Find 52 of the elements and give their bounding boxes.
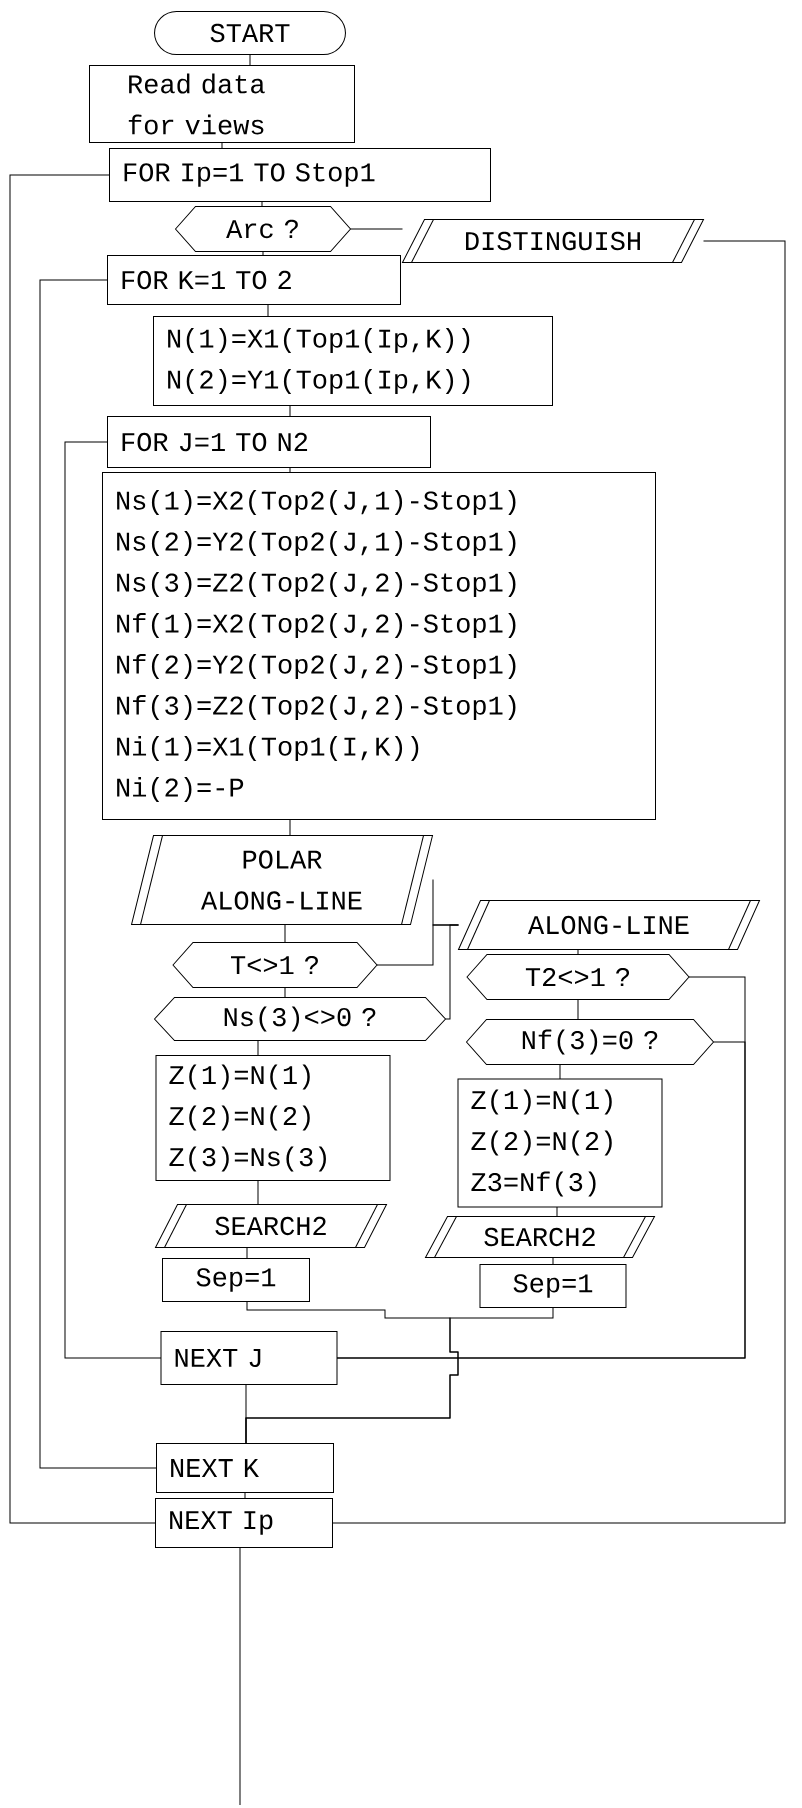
connector-line [249,54,251,66]
connector-line [284,924,286,943]
connector-line [289,467,291,473]
process-box: NEXT J [160,1331,338,1385]
decision-hexagon: Ns(3)<>0 ? [154,997,446,1041]
start-terminal: START [154,11,346,55]
connector-line [577,949,579,955]
connector-line [239,1547,241,1806]
connector-line [39,279,157,1469]
connector-line [257,1180,259,1205]
process-box: Z(1)=N(1) Z(2)=N(2) Z3=Nf(3) [457,1078,663,1208]
io-parallelogram: POLAR ALONG-LINE [131,835,433,925]
connector-line [336,1041,746,1359]
connector-line [332,240,786,1524]
connector-line [552,1257,554,1265]
process-box: NEXT Ip [155,1498,333,1548]
io-parallelogram: SEARCH2 [155,1204,387,1248]
connector-line [577,999,579,1020]
connector-line [556,1206,558,1217]
connector-line [261,201,263,207]
connector-line [432,879,459,926]
connector-line [221,142,223,149]
io-parallelogram: DISTINGUISH [402,219,704,263]
connector-line [262,251,264,256]
process-box: FOR Ip=1 TO Stop1 [109,148,491,202]
connector-line [64,441,162,1359]
decision-hexagon: T<>1 ? [172,942,378,988]
process-box: Read data for views [89,65,355,143]
decision-hexagon: Arc ? [175,206,351,252]
decision-hexagon: T2<>1 ? [466,954,690,1000]
process-box: Ns(1)=X2(Top2(J,1)-Stop1) Ns(2)=Y2(Top2(J,1)-Stop1) Ns(3)=Z2(Top2(J,2)-Stop1) Nf(1)=X2(Top2(J,2)-Stop1) Nf(2)=Y2(Top2(J,2)-Stop1) Nf(3)=Z2(Top2(J,2)-Stop1) Ni(1)=X1(Top1(I,K)) Ni(2)=-P [102,472,656,820]
connector-line [244,1492,246,1499]
process-box: FOR J=1 TO N2 [107,416,431,468]
connector-line [289,819,291,836]
connector-line [257,1040,259,1056]
process-box: Sep=1 [162,1258,310,1302]
process-box: Sep=1 [479,1264,627,1308]
process-box: Z(1)=N(1) Z(2)=N(2) Z(3)=Ns(3) [155,1055,391,1181]
connector-line [9,174,156,1524]
process-box: N(1)=X1(Top1(Ip,K)) N(2)=Y1(Top1(Ip,K)) [153,316,553,406]
connector-line [246,1247,248,1259]
connector-line [245,1384,247,1444]
connector-line [284,987,286,998]
decision-hexagon: Nf(3)=0 ? [466,1019,714,1065]
process-box: NEXT K [156,1443,334,1493]
connector-line [267,304,269,317]
connector-line [289,405,291,417]
io-parallelogram: ALONG-LINE [458,900,760,950]
process-box: FOR K=1 TO 2 [107,255,401,305]
connector-line [350,228,403,230]
connector-line [559,1064,561,1080]
io-parallelogram: SEARCH2 [425,1216,655,1258]
